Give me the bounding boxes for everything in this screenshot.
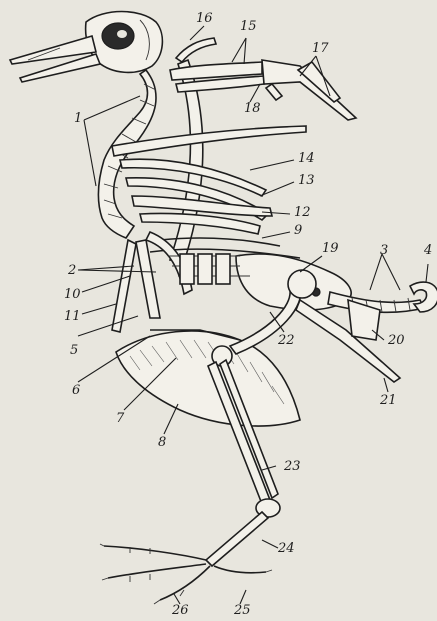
- label-12: 12: [294, 206, 311, 219]
- label-25: 25: [234, 604, 251, 617]
- label-20: 20: [388, 334, 405, 347]
- label-15: 15: [240, 20, 257, 33]
- label-21: 21: [380, 394, 397, 407]
- label-1: 1: [74, 112, 82, 125]
- label-18: 18: [244, 102, 261, 115]
- label-2: 2: [68, 264, 76, 277]
- label-22: 22: [278, 334, 295, 347]
- label-13: 13: [298, 174, 315, 187]
- label-10: 10: [64, 288, 81, 301]
- label-9: 9: [294, 224, 302, 237]
- wing: [170, 38, 356, 262]
- label-17: 17: [312, 42, 329, 55]
- label-14: 14: [298, 152, 315, 165]
- label-5: 5: [70, 344, 78, 357]
- label-7: 7: [116, 412, 124, 425]
- label-16: 16: [196, 12, 213, 25]
- skull: [10, 12, 162, 83]
- label-23: 23: [284, 460, 301, 473]
- label-26: 26: [172, 604, 189, 617]
- label-8: 8: [158, 436, 166, 449]
- label-19: 19: [322, 242, 339, 255]
- label-4: 4: [424, 244, 432, 257]
- rib-cage: [112, 126, 306, 258]
- sternum-keel: [116, 330, 300, 426]
- label-3: 3: [380, 244, 388, 257]
- label-11: 11: [64, 310, 81, 323]
- label-6: 6: [72, 384, 80, 397]
- label-24: 24: [278, 542, 295, 555]
